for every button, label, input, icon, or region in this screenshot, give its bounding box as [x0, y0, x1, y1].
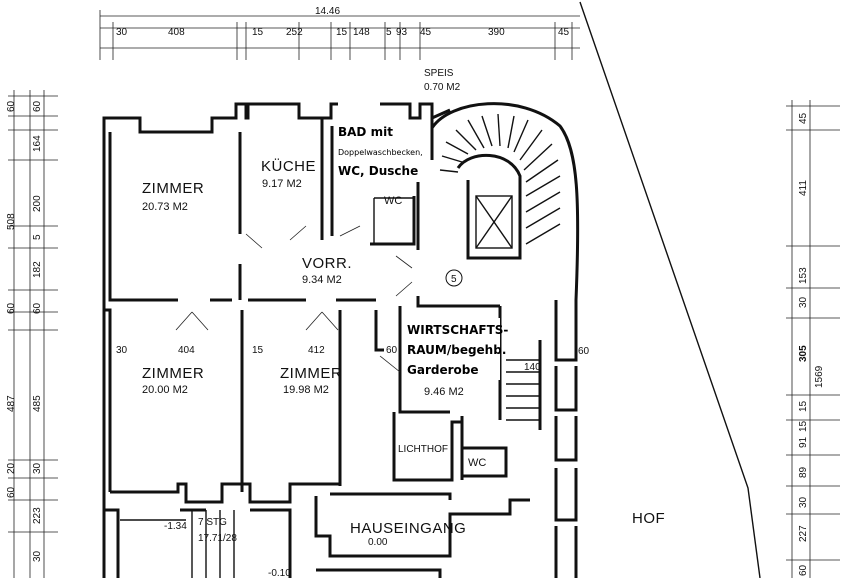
doors — [175, 225, 413, 373]
zimmer1-area: 20.73 M2 — [142, 201, 188, 213]
dim-top-9: 390 — [488, 27, 505, 38]
wirtschaft-line2: RAUM/begehb. — [407, 343, 506, 357]
dim-left-2: 508 — [6, 213, 17, 230]
dim-top-5: 148 — [353, 27, 370, 38]
dim-right-6: 15 — [798, 400, 809, 412]
dim-right-5: 1569 — [814, 365, 825, 388]
stair-count-label: 7 STG — [198, 517, 227, 528]
zimmer3-name: ZIMMER — [280, 365, 342, 382]
dim-left-0: 60 — [6, 100, 17, 112]
dim-right-3: 30 — [798, 296, 809, 308]
wirtschaft-line3: Garderobe — [407, 363, 478, 377]
dim-top-6: 5 — [386, 27, 392, 38]
dim-left-13: 223 — [32, 507, 43, 524]
inner-dim-0: 30 — [116, 345, 128, 356]
inner-dim-5: 140 — [524, 362, 541, 373]
dim-right-9: 89 — [798, 466, 809, 478]
dim-left-12: 60 — [6, 486, 17, 498]
property-boundary — [579, 1, 761, 578]
hof-label: HOF — [632, 510, 665, 527]
dim-left-5: 182 — [32, 261, 43, 278]
dim-top-7: 93 — [396, 27, 408, 38]
dim-right-2: 153 — [798, 267, 809, 284]
kueche-area: 9.17 M2 — [262, 178, 302, 190]
dim-right-11: 227 — [798, 525, 809, 542]
zimmer2-name: ZIMMER — [142, 365, 204, 382]
stair-treads — [120, 113, 561, 578]
dim-top-8: 45 — [420, 27, 432, 38]
lichthof-label: LICHTHOF — [398, 444, 448, 455]
dim-left-4: 5 — [32, 234, 43, 240]
bad-line3: WC, Dusche — [338, 164, 418, 178]
inner-dim-3: 412 — [308, 345, 325, 356]
dim-right-0: 45 — [798, 112, 809, 124]
dim-left-9: 485 — [32, 395, 43, 412]
inner-dim-4: 60 — [386, 345, 398, 356]
room-labels: ZIMMER 20.73 M2 KÜCHE 9.17 M2 BAD mit Do… — [116, 68, 665, 578]
stair-number: 5 — [451, 274, 457, 285]
dim-left-8: 487 — [6, 395, 17, 412]
inner-dim-6: 60 — [578, 346, 590, 357]
level-marker-3: -0.10 — [268, 568, 291, 578]
dim-right-10: 30 — [798, 496, 809, 508]
dim-right-4: 305 — [798, 345, 809, 362]
dim-top-4: 15 — [336, 27, 348, 38]
dim-left-3: 200 — [32, 195, 43, 212]
right-dimension-chain: 45 411 153 30 305 1569 15 15 91 89 30 22… — [786, 100, 840, 578]
dim-left-10: 20 — [6, 462, 17, 474]
inner-dim-2: 15 — [252, 345, 264, 356]
dim-left-1: 164 — [32, 135, 43, 152]
dim-top-2: 15 — [252, 27, 264, 38]
speis-area: 0.70 M2 — [424, 82, 461, 93]
dim-left-6: 60 — [6, 302, 17, 314]
dim-left-7: 60 — [32, 302, 43, 314]
top-dimension-chain: 14.46 30 408 15 252 15 148 5 93 45 390 4… — [99, 6, 580, 60]
walls — [102, 102, 580, 578]
dim-right-1: 411 — [798, 180, 809, 196]
dim-left-0b: 60 — [32, 100, 43, 112]
dim-top-0: 30 — [116, 27, 128, 38]
dim-top-10: 45 — [558, 27, 570, 38]
dim-left-14: 30 — [32, 550, 43, 562]
dim-right-8: 91 — [798, 436, 809, 448]
zimmer2-area: 20.00 M2 — [142, 384, 188, 396]
dim-top-1: 408 — [168, 27, 185, 38]
wc-upper-label: WC — [384, 195, 402, 207]
kueche-name: KÜCHE — [261, 157, 316, 175]
vorr-area: 9.34 M2 — [302, 274, 342, 286]
zimmer3-area: 19.98 M2 — [283, 384, 329, 396]
bad-line2: Doppelwaschbecken, — [338, 148, 423, 157]
dim-left-11: 30 — [32, 462, 43, 474]
left-dimension-chain: 60 60 164 508 200 5 182 60 60 487 485 20… — [6, 90, 58, 578]
inner-dim-1: 404 — [178, 345, 195, 356]
wc-lower-label: WC — [468, 457, 486, 469]
wirtschaft-line1: WIRTSCHAFTS- — [407, 323, 508, 337]
dim-right-7: 15 — [798, 420, 809, 432]
speis-name: SPEIS — [424, 68, 454, 79]
stair-dimension-label: 17.71/28 — [198, 533, 237, 544]
vorr-name: VORR. — [302, 255, 352, 272]
dim-right-12: 60 — [798, 564, 809, 576]
dim-total: 14.46 — [315, 6, 340, 17]
level-marker-2: 0.00 — [368, 537, 388, 548]
wirtschaft-area: 9.46 M2 — [424, 386, 464, 398]
level-marker-1: -1.34 — [164, 521, 187, 532]
hauseingang-label: HAUSEINGANG — [350, 520, 466, 537]
zimmer1-name: ZIMMER — [142, 180, 204, 197]
dim-top-3: 252 — [286, 27, 303, 38]
bad-line1: BAD mit — [338, 125, 393, 139]
